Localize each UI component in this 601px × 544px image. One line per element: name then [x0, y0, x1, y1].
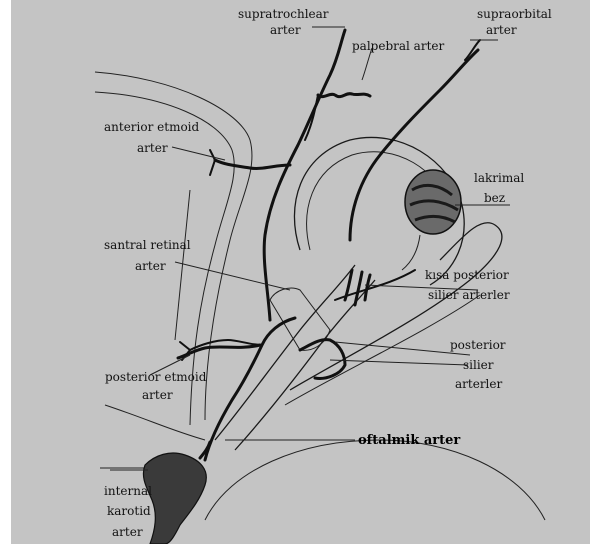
leader-santral-retinal: [175, 262, 290, 290]
label-internal-karotid-line1: internal: [104, 484, 152, 498]
label-posterior-ethmoid-line2: arter: [142, 388, 173, 402]
anterior-ethmoid-artery: [215, 160, 290, 168]
label-kisa-posterior-line1: kısa posterior: [425, 268, 509, 282]
label-supratrochlear-line2: arter: [270, 23, 301, 37]
label-lakrimal-line2: bez: [484, 191, 505, 205]
label-supraorbital-line1: supraorbital: [477, 7, 552, 21]
ophthalmic-artery-trunk: [205, 318, 295, 460]
leader-posterior-silier-2: [330, 360, 468, 365]
leader-anterior-ethmoid: [172, 147, 225, 160]
label-posterior-ethmoid-line1: posterior etmoid: [105, 370, 207, 384]
label-internal-karotid-line2: karotid: [107, 504, 151, 518]
palpebral-artery: [318, 94, 370, 97]
label-posterior-silier-line2: silier: [463, 358, 494, 372]
label-posterior-silier-line1: posterior: [450, 338, 506, 352]
short-posterior-ciliary-arteries: [345, 270, 370, 305]
label-lakrimal-line1: lakrimal: [474, 171, 524, 185]
lacrimal-duct: [402, 235, 420, 270]
posterior-ciliary-artery: [300, 340, 345, 379]
label-kisa-posterior-line2: silier arterler: [428, 288, 510, 302]
label-anterior-ethmoid-line1: anterior etmoid: [104, 120, 200, 134]
label-santral-retinal-line1: santral retinal: [104, 238, 191, 252]
label-supratrochlear-line1: supratrochlear: [238, 7, 329, 21]
posterior-ethmoid-artery: [178, 345, 260, 358]
label-palpebral: palpebral arter: [352, 39, 444, 53]
internal-carotid-artery: [143, 453, 206, 544]
label-supraorbital-line2: arter: [486, 23, 517, 37]
middle-cranial-fossa: [205, 440, 545, 520]
optic-nerve-upper: [215, 265, 355, 440]
label-anterior-ethmoid-line2: arter: [137, 141, 168, 155]
label-santral-retinal-line2: arter: [135, 259, 166, 273]
label-internal-karotid-line3: arter: [112, 525, 143, 539]
anterior-ethmoid-tip: [210, 150, 215, 175]
label-oftalmik: oftalmik arter: [358, 433, 460, 448]
label-posterior-silier-line3: arterler: [455, 377, 502, 391]
